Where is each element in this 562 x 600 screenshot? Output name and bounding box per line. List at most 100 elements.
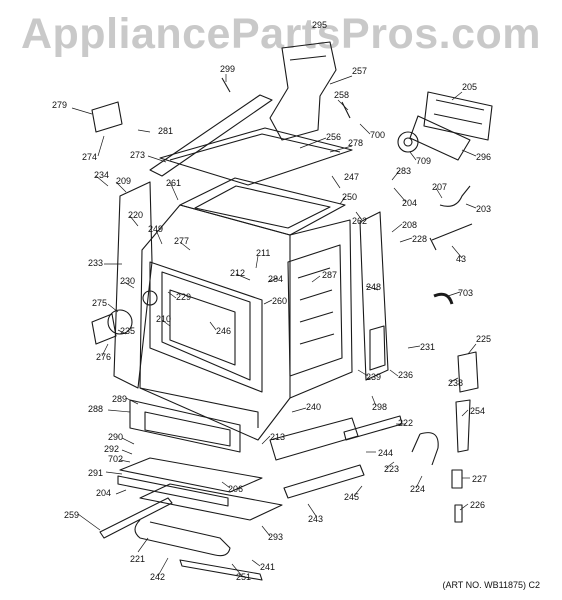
part-label-220: 220 [128,210,143,220]
part-label-275: 275 [92,298,107,308]
part-label-249: 249 [148,224,163,234]
part-label-291: 291 [88,468,103,478]
part-label-284: 284 [268,274,283,284]
part-label-703: 703 [458,288,473,298]
part-label-293: 293 [268,532,283,542]
art-number: (ART NO. WB11875) C2 [442,580,540,590]
part-label-248: 248 [366,282,381,292]
part-label-254: 254 [470,406,485,416]
part-label-206: 206 [228,484,243,494]
part-label-244: 244 [378,448,393,458]
drawer-rail [99,497,173,539]
part-label-209: 209 [116,176,131,186]
part-label-210: 210 [156,314,171,324]
part-label-283: 283 [396,166,411,176]
part-label-262: 262 [352,216,367,226]
part-label-225: 225 [476,334,491,344]
part-label-292: 292 [104,444,119,454]
part-label-256: 256 [326,132,341,142]
back-trim [149,94,273,177]
part-label-277: 277 [174,236,189,246]
round-part-709 [397,131,419,153]
part-label-259: 259 [64,510,79,520]
part-label-229: 229 [176,292,191,302]
part-label-290: 290 [108,432,123,442]
body-side [289,219,353,399]
part-label-288: 288 [88,404,103,414]
part-label-230: 230 [120,276,135,286]
part-label-709: 709 [416,156,431,166]
knob-275 [107,309,133,335]
part-label-241: 241 [260,562,275,572]
bottom-panel [119,457,263,493]
part-label-238: 238 [448,378,463,388]
part-label-260: 260 [272,296,287,306]
part-label-246: 246 [216,326,231,336]
top-panel [159,127,353,186]
side-panel [287,244,343,377]
part-label-273: 273 [130,150,145,160]
part-label-298: 298 [372,402,387,412]
part-label-221: 221 [130,554,145,564]
part-label-213: 213 [270,432,285,442]
part-label-258: 258 [334,90,349,100]
part-label-235: 235 [120,326,135,336]
part-label-211: 211 [256,248,270,258]
hook-224 [411,432,439,466]
part-label-287: 287 [322,270,337,280]
top-duct [269,41,337,141]
part-label-207: 207 [432,182,447,192]
part-label-234: 234 [94,170,109,180]
left-side-trim [113,181,153,389]
front-frame [149,261,263,393]
part-label-251: 251 [236,572,251,582]
part-label-250: 250 [342,192,357,202]
part-label-240: 240 [306,402,321,412]
leveler-227 [451,469,463,489]
part-label-222: 222 [398,418,413,428]
part-label-299: 299 [220,64,235,74]
part-label-702: 702 [108,454,123,464]
part-label-295: 295 [312,20,327,30]
part-label-205: 205 [462,82,477,92]
part-label-204: 204 [96,488,111,498]
part-label-257: 257 [352,66,367,76]
part-label-236: 236 [398,370,413,380]
watermark-text: AppliancePartsPros.com [20,10,541,58]
part-label-245: 245 [344,492,359,502]
part-label-274: 274 [82,152,97,162]
part-label-208: 208 [402,220,417,230]
part-label-281: 281 [158,126,173,136]
part-label-278: 278 [348,138,363,148]
part-label-296: 296 [476,152,491,162]
valve-279 [91,101,123,133]
part-label-700: 700 [370,130,385,140]
part-label-261: 261 [166,178,181,188]
rear-panel [359,211,389,381]
part-label-227: 227 [472,474,487,484]
part-label-243: 243 [308,514,323,524]
kick-panel [283,464,365,499]
part-label-228: 228 [412,234,427,244]
part-label-231: 231 [420,342,435,352]
part-label-289: 289 [112,394,127,404]
part-label-224: 224 [410,484,425,494]
part-label-212: 212 [230,268,245,278]
bake-element [134,519,231,557]
part-label-279: 279 [52,100,67,110]
part-labels: 295 299 257 258 205 279 281 700 256 278 709 296 274 2… [52,20,491,582]
part-label-204: 204 [402,198,417,208]
oven-opening [161,271,251,381]
part-label-276: 276 [96,352,111,362]
part-label-43: 43 [456,254,466,264]
part-label-239: 239 [366,372,381,382]
part-label-223: 223 [384,464,399,474]
part-label-226: 226 [470,500,485,510]
cavity-top [179,177,346,236]
drawer-front [129,399,241,453]
part-label-203: 203 [476,204,491,214]
part-label-242: 242 [150,572,165,582]
rear-bracket [423,91,493,141]
